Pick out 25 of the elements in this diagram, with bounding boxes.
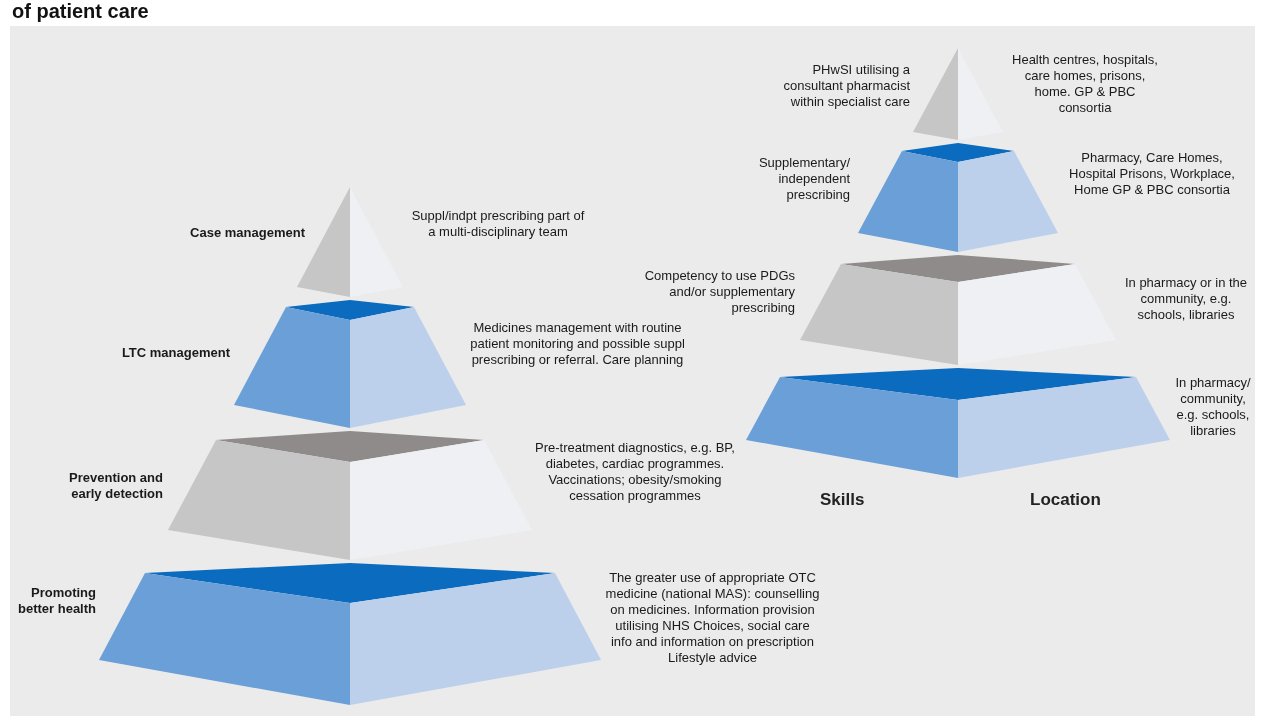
tier-description: The greater use of appropriate OTC medicine (national MAS): counselling on medicines. Information provision utilising NHS Choices, social care info and information on prescription Lifestyle advice xyxy=(605,570,820,666)
tier-description: Medicines management with routine patient monitoring and possible suppl prescribing or referral. Care planning xyxy=(470,320,685,368)
pyramid-tier xyxy=(746,368,1170,478)
tier-label: Competency to use PDGs and/or supplementary prescribing xyxy=(643,268,795,316)
tier-label: LTC management xyxy=(120,345,230,361)
tier-description: In pharmacy/ community, e.g. schools, libraries xyxy=(1174,375,1252,439)
column-heading: Skills xyxy=(820,490,865,510)
tier-description: Suppl/indpt prescribing part of a multi-disciplinary team xyxy=(410,208,586,240)
tier-description: Health centres, hospitals, care homes, prisons, home. GP & PBC consortia xyxy=(1011,52,1159,116)
pyramid-tier xyxy=(800,255,1116,365)
tier-label: Promoting better health xyxy=(17,585,96,617)
column-heading: Location xyxy=(1030,490,1101,510)
tier-description: Pharmacy, Care Homes, Hospital Prisons, Workplace, Home GP & PBC consortia xyxy=(1068,150,1236,198)
pyramid-tier xyxy=(913,48,1003,140)
title: of patient care xyxy=(12,0,149,23)
pyramid-tier xyxy=(99,563,601,705)
pyramid-tier xyxy=(234,300,466,428)
tier-label: PHwSI utilising a consultant pharmacist within specialist care xyxy=(782,62,910,110)
tier-label: Supplementary/ independent prescribing xyxy=(757,155,850,203)
pyramid-tier xyxy=(168,431,532,560)
pyramid-tier xyxy=(858,143,1058,252)
tier-label: Prevention and early detection xyxy=(68,470,163,502)
tier-description: In pharmacy or in the community, e.g. schools, libraries xyxy=(1123,275,1249,323)
tier-label: Case management xyxy=(189,225,305,241)
tier-description: Pre-treatment diagnostics, e.g. BP, diabetes, cardiac programmes. Vaccinations; obesity/smoking cessation programmes xyxy=(535,440,735,504)
